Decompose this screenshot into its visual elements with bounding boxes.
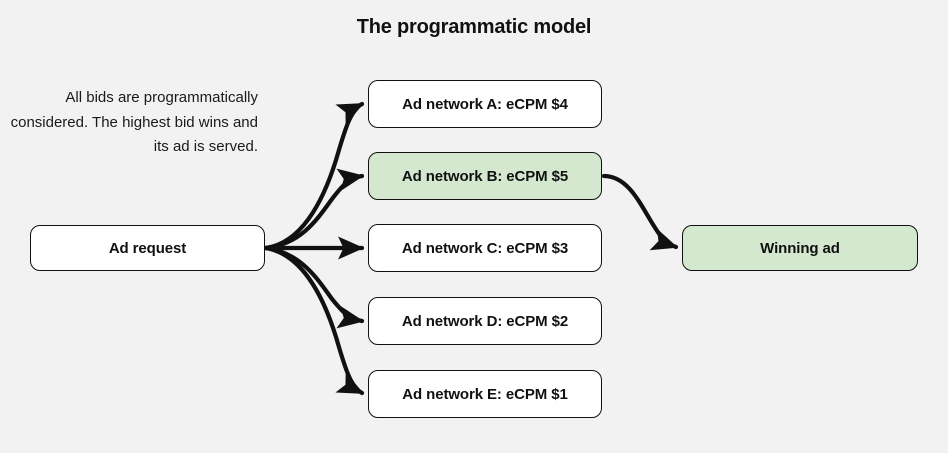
edge-network-b-to-winning-ad bbox=[601, 173, 679, 251]
node-ad-request[interactable]: Ad request bbox=[30, 225, 265, 271]
node-ad-network-d[interactable]: Ad network D: eCPM $2 bbox=[368, 297, 602, 345]
edge-request-to-network-b bbox=[263, 168, 365, 251]
edge-request-to-network-d bbox=[263, 245, 365, 329]
edge-request-to-network-a bbox=[263, 101, 365, 251]
page-title: The programmatic model bbox=[356, 16, 592, 38]
description-text: All bids are programmatically considered… bbox=[10, 89, 258, 155]
edges-fanout bbox=[263, 101, 365, 396]
node-ad-network-c[interactable]: Ad network C: eCPM $3 bbox=[368, 224, 602, 272]
node-ad-network-b[interactable]: Ad network B: eCPM $5 bbox=[368, 152, 602, 200]
edge-request-to-network-e bbox=[263, 245, 365, 396]
edges-result bbox=[601, 173, 679, 251]
node-winning-ad[interactable]: Winning ad bbox=[682, 225, 918, 271]
node-ad-network-a[interactable]: Ad network A: eCPM $4 bbox=[368, 80, 602, 128]
node-ad-network-e[interactable]: Ad network E: eCPM $1 bbox=[368, 370, 602, 418]
